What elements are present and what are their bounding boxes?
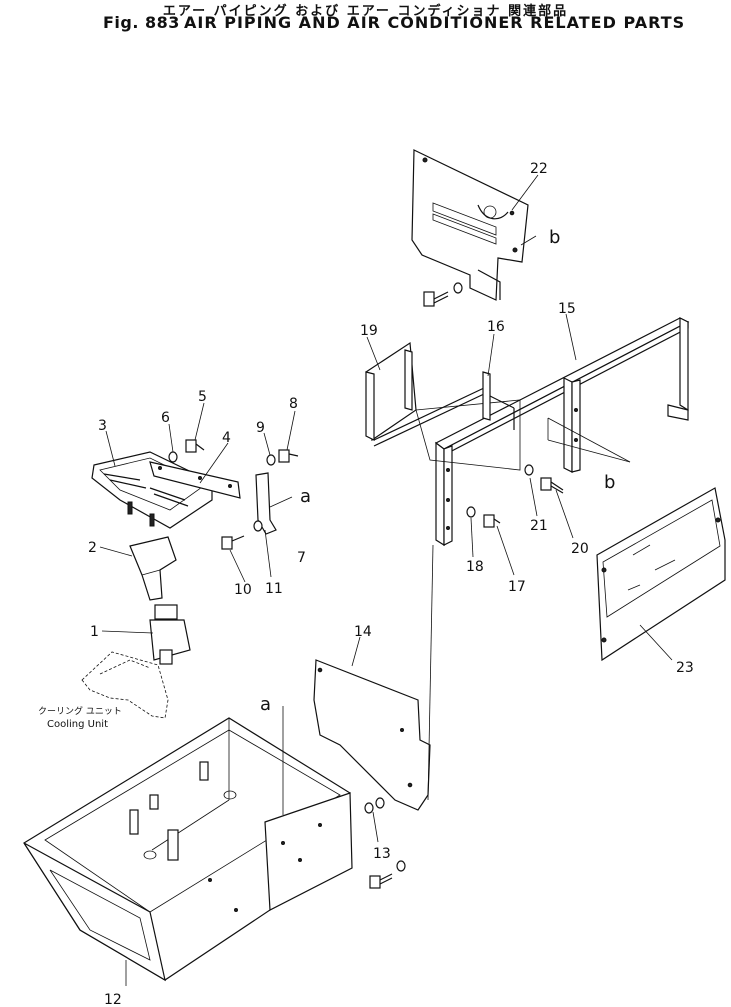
callout-11: 11 (265, 581, 283, 597)
part-4-duct-bracket (149, 461, 241, 499)
callout-15: 15 (558, 301, 576, 317)
part-16-bracket (482, 371, 515, 430)
callout-20: 20 (571, 541, 589, 557)
callout-21: 21 (530, 518, 548, 534)
reference-b-upper: b (549, 227, 560, 248)
callout-16: 16 (487, 319, 505, 335)
callout-13: 13 (373, 846, 391, 862)
cooling-unit-outline (81, 651, 169, 719)
reference-a-lower: a (260, 694, 271, 715)
part-8-9-fasteners (266, 449, 299, 466)
callout-1: 1 (90, 624, 99, 640)
cooling-unit-label-japanese: クーリング ユニット (38, 705, 122, 717)
callout-17: 17 (508, 579, 526, 595)
leader-b-lower-1 (547, 417, 631, 463)
reference-b-lower: b (604, 472, 615, 493)
callout-numbers: 22 15 16 19 14 23 20 21 17 18 13 12 3 4 … (88, 161, 694, 1007)
callout-7: 7 (297, 550, 306, 566)
part-12-base (23, 717, 353, 982)
callout-9: 9 (256, 420, 265, 436)
reference-a-upper: a (300, 486, 311, 507)
part-5-6-fasteners (168, 439, 205, 463)
callout-5: 5 (198, 389, 207, 405)
part-10-11-fasteners (221, 520, 263, 550)
part-1-duct-elbow (149, 604, 191, 665)
callout-10: 10 (234, 582, 252, 598)
leader-b-lower-3 (547, 439, 631, 463)
figure-number: Fig. 883 (103, 13, 180, 32)
part-15-frame (434, 317, 690, 547)
part-22-fasteners (423, 282, 463, 307)
title-english: AIR PIPING AND AIR CONDITIONER RELATED P… (184, 13, 686, 32)
leader-frame-14 (427, 544, 434, 801)
part-13-fasteners (364, 797, 406, 889)
callout-22: 22 (530, 161, 548, 177)
part-2-duct (129, 536, 177, 601)
part-22-cover-plate (411, 149, 529, 301)
part-20-21-fasteners (524, 464, 564, 494)
reference-letters: b b a a (260, 227, 615, 715)
part-14-plate (313, 659, 431, 811)
callout-3: 3 (98, 418, 107, 434)
callout-2: 2 (88, 540, 97, 556)
callout-4: 4 (222, 430, 231, 446)
callout-19: 19 (360, 323, 378, 339)
part-23-side-panel (596, 487, 726, 662)
callout-23: 23 (676, 660, 694, 676)
cooling-unit-label: クーリング ユニット Cooling Unit (38, 705, 122, 730)
callout-6: 6 (161, 410, 170, 426)
callout-8: 8 (289, 396, 298, 412)
callout-12: 12 (104, 992, 122, 1007)
part-19-plate (365, 341, 521, 471)
cooling-unit-label-english: Cooling Unit (47, 719, 108, 730)
title-japanese: エアー パイピング および エアー コンディショナ 関連部品 (162, 4, 569, 19)
callout-14: 14 (354, 624, 372, 640)
part-7-bracket (255, 472, 277, 535)
leader-lines (99, 174, 673, 986)
callout-18: 18 (466, 559, 484, 575)
part-17-18-fasteners (466, 506, 501, 528)
